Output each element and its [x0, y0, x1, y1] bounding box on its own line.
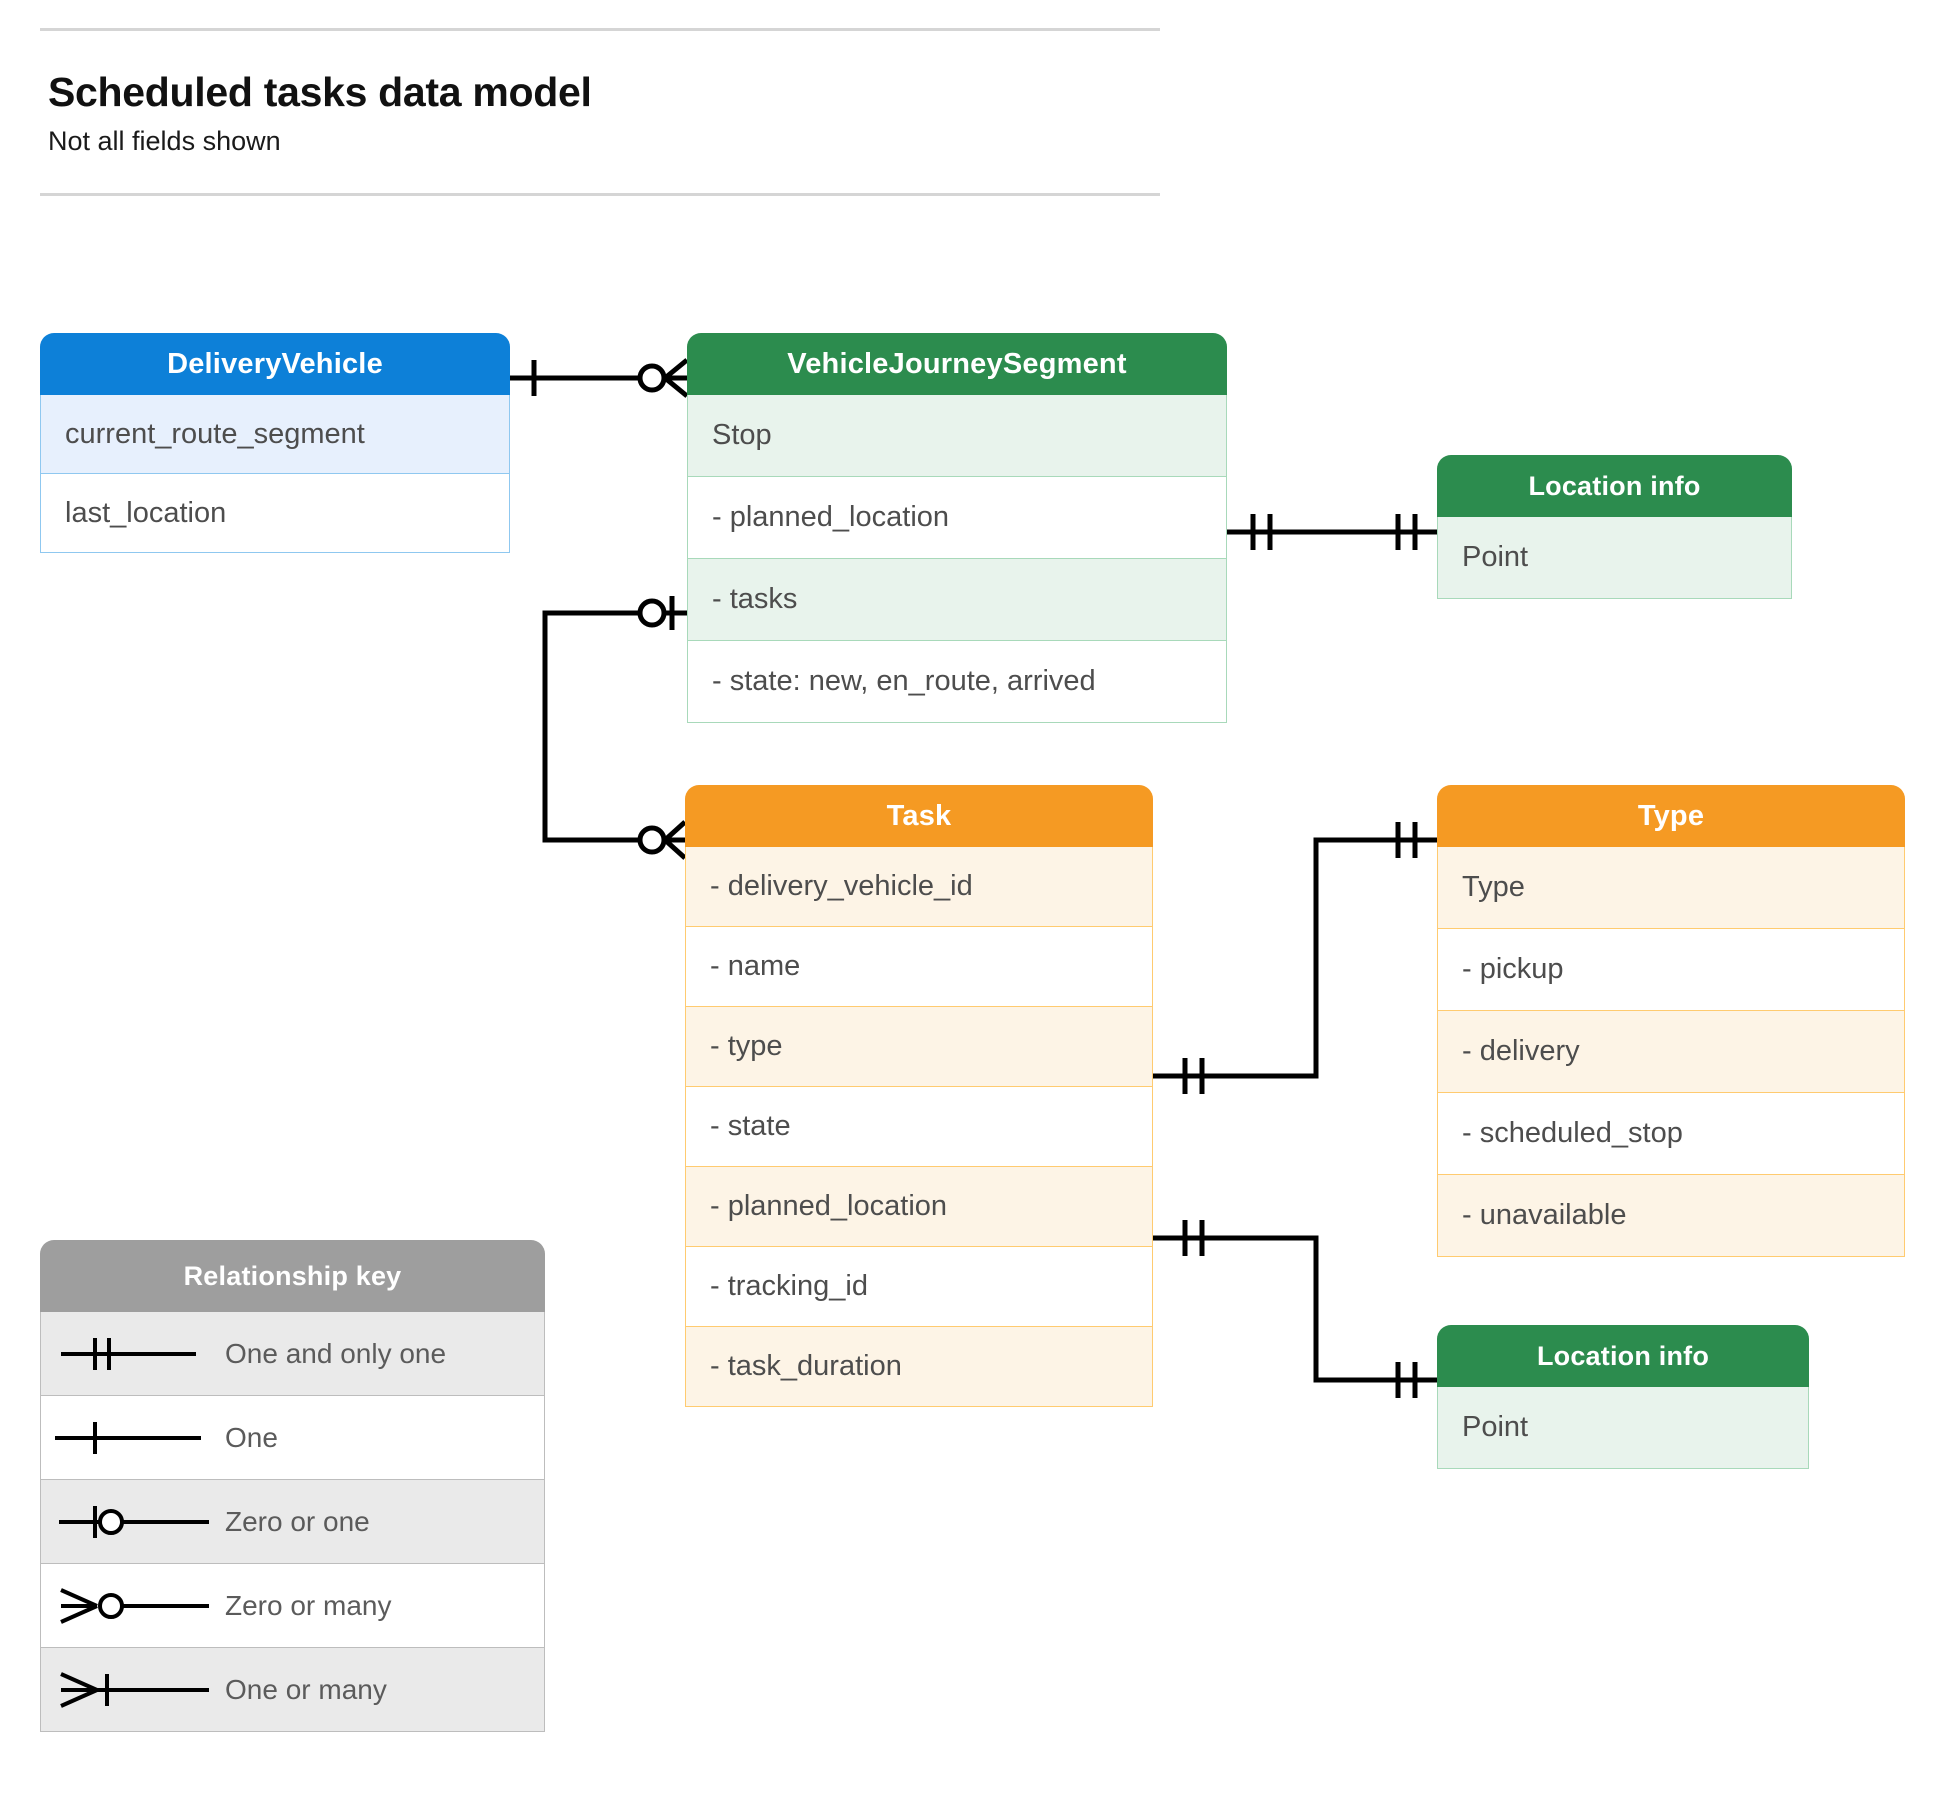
one-or-many-icon — [41, 1648, 223, 1732]
entity-field-row: - delivery_vehicle_id — [685, 847, 1153, 927]
entity-field-row: - pickup — [1437, 929, 1905, 1011]
entity-field-row: - scheduled_stop — [1437, 1093, 1905, 1175]
entity-field-row: - tasks — [687, 559, 1227, 641]
entity-title-vehicle-journey-segment: VehicleJourneySegment — [687, 333, 1227, 395]
entity-type[interactable]: Type Type - pickup - delivery - schedule… — [1437, 785, 1905, 1257]
header-top-divider — [40, 28, 1160, 31]
legend-item-one: One — [40, 1396, 545, 1480]
entity-field-row: - name — [685, 927, 1153, 1007]
entity-field-row: - planned_location — [685, 1167, 1153, 1247]
zero-or-many-icon — [41, 1564, 223, 1648]
entity-task[interactable]: Task - delivery_vehicle_id - name - type… — [685, 785, 1153, 1407]
zero-or-one-icon — [41, 1480, 223, 1564]
entity-location-info-top[interactable]: Location info Point — [1437, 455, 1792, 599]
legend-item-zero-or-one: Zero or one — [40, 1480, 545, 1564]
entity-title-location-info-top: Location info — [1437, 455, 1792, 517]
entity-field-row: - tracking_id — [685, 1247, 1153, 1327]
entity-field-row: current_route_segment — [40, 395, 510, 474]
entity-field-row: - planned_location — [687, 477, 1227, 559]
entity-vehicle-journey-segment[interactable]: VehicleJourneySegment Stop - planned_loc… — [687, 333, 1227, 723]
entity-field-row: - state — [685, 1087, 1153, 1167]
entity-field-row: - unavailable — [1437, 1175, 1905, 1257]
entity-field-row: Point — [1437, 1387, 1809, 1469]
entity-field-row: Type — [1437, 847, 1905, 929]
connector-vjs-locationinfo — [1227, 514, 1437, 550]
connector-vjs-tasks-task — [542, 596, 687, 860]
one-icon — [41, 1396, 223, 1480]
legend-item-label: One — [225, 1421, 278, 1453]
entity-field-row: Point — [1437, 517, 1792, 599]
entity-field-row: - type — [685, 1007, 1153, 1087]
entity-field-row: last_location — [40, 474, 510, 553]
entity-field-row: - delivery — [1437, 1011, 1905, 1093]
entity-field-row: Stop — [687, 395, 1227, 477]
page-title: Scheduled tasks data model — [48, 69, 592, 115]
legend-item-label: One or many — [225, 1673, 387, 1705]
header-bottom-divider — [40, 193, 1160, 196]
legend-item-zero-or-many: Zero or many — [40, 1564, 545, 1648]
entity-title-delivery-vehicle: DeliveryVehicle — [40, 333, 510, 395]
entity-field-row: - task_duration — [685, 1327, 1153, 1407]
page-subtitle: Not all fields shown — [48, 126, 281, 156]
connector-task-locationinfo — [1153, 1220, 1437, 1398]
legend-item-label: Zero or one — [225, 1505, 370, 1537]
connector-task-type — [1153, 822, 1437, 1094]
entity-title-task: Task — [685, 785, 1153, 847]
page-header: Scheduled tasks data model Not all field… — [40, 28, 1160, 196]
entity-title-location-info-bottom: Location info — [1437, 1325, 1809, 1387]
legend-item-one-and-only-one: One and only one — [40, 1312, 545, 1396]
legend-item-label: One and only one — [225, 1337, 447, 1369]
entity-location-info-bottom[interactable]: Location info Point — [1437, 1325, 1809, 1469]
entity-delivery-vehicle[interactable]: DeliveryVehicle current_route_segment la… — [40, 333, 510, 553]
entity-title-type: Type — [1437, 785, 1905, 847]
legend-item-one-or-many: One or many — [40, 1648, 545, 1732]
one-and-only-one-icon — [41, 1312, 223, 1396]
connector-deliveryvehicle-vjs — [510, 358, 689, 398]
legend-title: Relationship key — [40, 1240, 545, 1312]
entity-field-row: - state: new, en_route, arrived — [687, 641, 1227, 723]
relationship-key-legend[interactable]: Relationship key One and only one One — [40, 1240, 545, 1732]
legend-item-label: Zero or many — [225, 1589, 392, 1621]
